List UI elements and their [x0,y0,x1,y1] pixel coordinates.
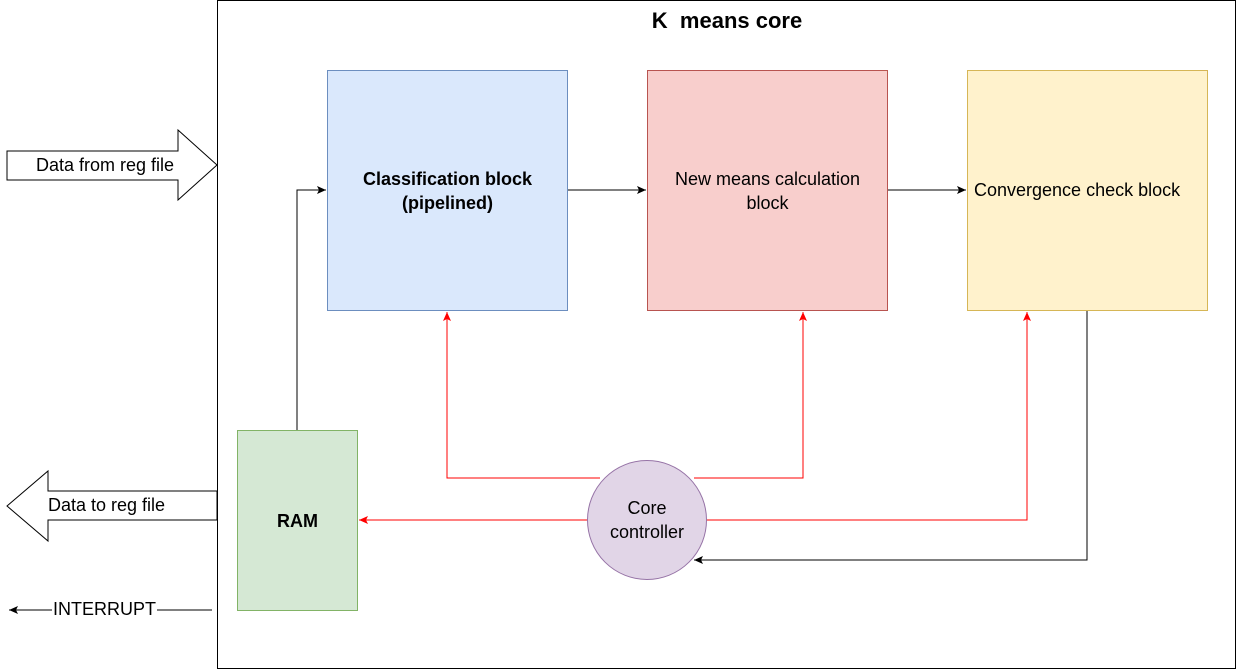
controller-to-newmeans-control [694,312,807,479]
new-means-label-line1: New means calculation [674,168,861,189]
controller-to-convergence-control [707,312,1031,521]
data-in-label: Data from reg file [36,155,175,175]
ram-label: RAM [277,510,318,531]
data-out-arrow [6,469,218,543]
classification-block: Classification block (pipelined) [327,70,568,311]
convergence-to-controller-connector [694,311,1088,564]
data-in-arrow [6,128,218,202]
controller-to-classification-control [443,312,600,479]
classification-label-line1: Classification block [362,168,533,189]
controller-label-line1: Core [627,498,667,518]
kmeans-core-frame [217,0,1236,669]
data-out-label: Data to reg file [48,495,166,515]
ram-to-classification-connector [296,186,326,430]
convergence-label: Convergence check block [974,179,1181,200]
ram-block: RAM [237,430,358,611]
interrupt-label: INTERRUPT [52,599,157,620]
convergence-block: Convergence check block [967,70,1208,311]
core-title: K means core [651,8,803,33]
new-means-block: New means calculation block [647,70,888,311]
controller-label-line2: controller [609,522,685,542]
core-controller: Core controller [587,460,707,580]
new-means-label-line2: block [746,192,789,213]
classification-label-line2: (pipelined) [402,192,493,213]
